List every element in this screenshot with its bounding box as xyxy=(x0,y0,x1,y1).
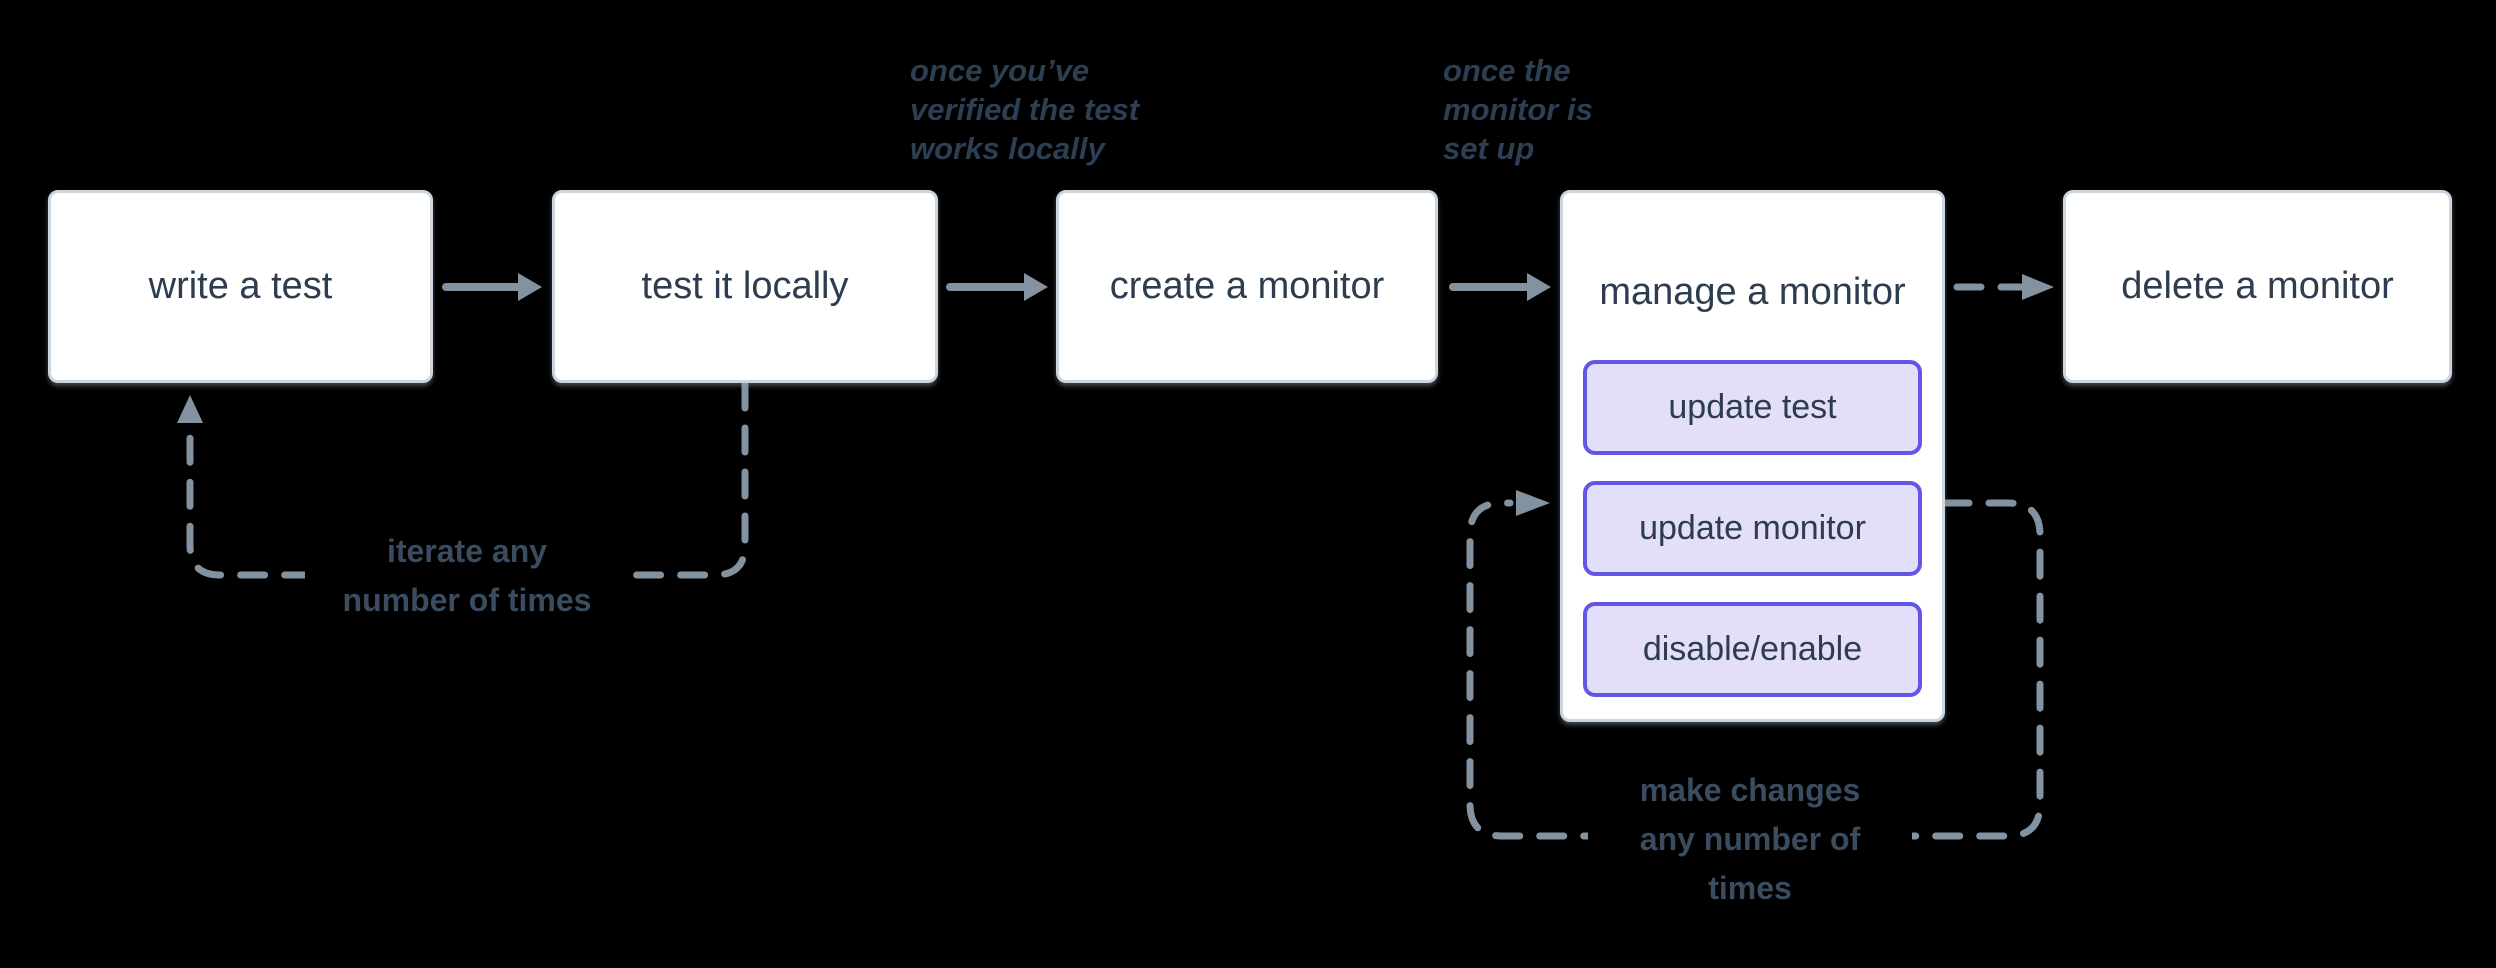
dashed-arrow-manage-to-delete xyxy=(1953,274,2054,300)
node-manage-a-monitor: manage a monitor update test update moni… xyxy=(1560,190,1945,722)
loop-label-line: iterate any xyxy=(386,533,548,569)
arrow-create-to-manage xyxy=(1449,273,1551,301)
annotation-line: set up xyxy=(1443,131,1535,166)
node-delete-a-monitor: delete a monitor xyxy=(2063,190,2452,383)
loop-label-line: make changes xyxy=(1639,772,1861,808)
annotation-once-set-up: once the monitor is set up xyxy=(1443,51,1593,168)
annotation-line: once the xyxy=(1443,53,1571,88)
loop-label-line: any number of xyxy=(1639,821,1861,857)
loop-label-line: times xyxy=(1708,870,1792,906)
sub-node-update-monitor: update monitor xyxy=(1583,481,1922,576)
loop-label-line: number of times xyxy=(342,582,592,618)
node-label: write a test xyxy=(148,265,333,307)
arrow-write-to-test xyxy=(442,273,542,301)
node-write-a-test: write a test xyxy=(48,190,433,383)
dashed-loop-make-changes xyxy=(1466,490,2044,840)
loop-label-make-changes: make changes any number of times xyxy=(1588,766,1912,913)
node-label: manage a monitor xyxy=(1599,271,1906,313)
node-label: create a monitor xyxy=(1109,265,1385,307)
node-label: test it locally xyxy=(641,265,849,307)
annotation-line: monitor is xyxy=(1443,92,1593,127)
node-create-a-monitor: create a monitor xyxy=(1056,190,1438,383)
annotation-line: works locally xyxy=(910,131,1105,166)
node-test-it-locally: test it locally xyxy=(552,190,938,383)
manage-sub-actions: update test update monitor disable/enabl… xyxy=(1583,360,1922,697)
sub-node-update-test: update test xyxy=(1583,360,1922,455)
annotation-line: once you’ve xyxy=(910,53,1090,88)
sub-node-disable-enable: disable/enable xyxy=(1583,602,1922,697)
annotation-line: verified the test xyxy=(910,92,1140,127)
annotation-once-verified: once you’ve verified the test works loca… xyxy=(910,51,1139,168)
arrow-test-to-create xyxy=(946,273,1048,301)
loop-label-iterate: iterate any number of times xyxy=(305,527,629,625)
node-label: delete a monitor xyxy=(2121,265,2394,307)
